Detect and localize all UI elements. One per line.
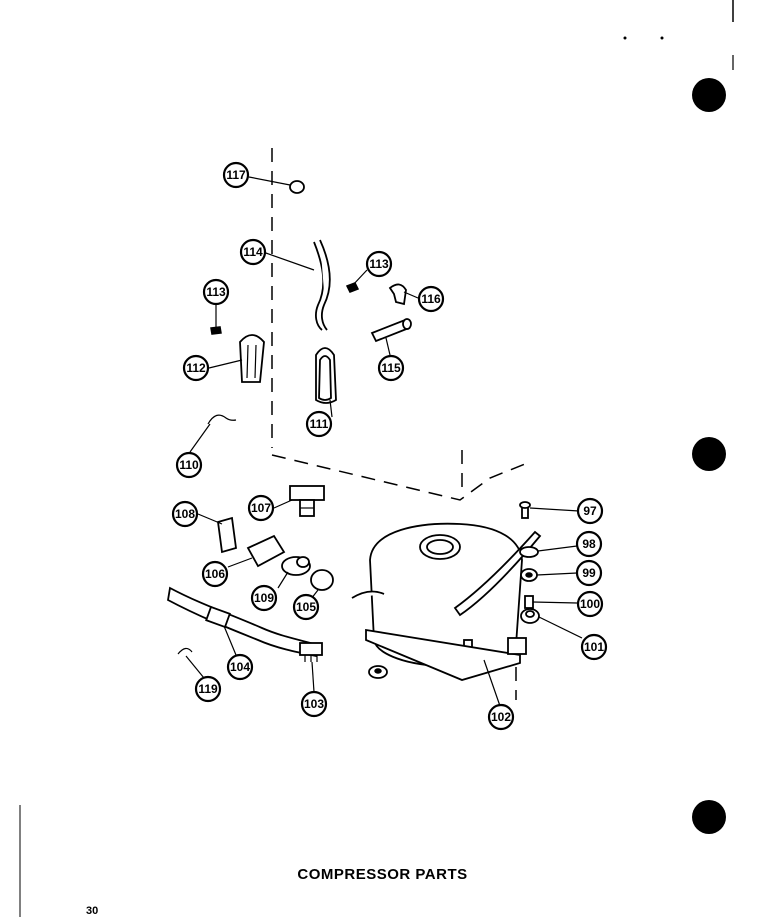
callout-102: 102 (487, 703, 515, 731)
callout-100: 100 (576, 590, 604, 618)
svg-text:101: 101 (584, 640, 604, 654)
callout-114: 114 (239, 238, 267, 266)
callout-97: 97 (576, 497, 604, 525)
svg-text:97: 97 (583, 504, 597, 518)
callout-98: 98 (575, 530, 603, 558)
binder-hole-bottom (692, 800, 726, 834)
svg-text:111: 111 (310, 417, 329, 431)
callout-109: 109 (250, 584, 278, 612)
part-compressor (351, 522, 542, 671)
part-base-grommet (368, 665, 388, 679)
part-harness (167, 586, 320, 658)
binder-hole-top (692, 78, 726, 112)
svg-text:99: 99 (582, 566, 596, 580)
svg-text:113: 113 (206, 285, 226, 299)
callout-117: 117 (222, 161, 250, 189)
svg-text:106: 106 (205, 567, 225, 581)
part-screw-left (210, 326, 222, 335)
svg-text:102: 102 (491, 710, 511, 724)
binder-hole-middle (692, 437, 726, 471)
leader-lines (185, 176, 583, 707)
part-clamp (388, 283, 407, 306)
svg-text:108: 108 (175, 507, 195, 521)
part-grommet (520, 608, 540, 624)
callout-119: 119 (194, 675, 222, 703)
part-terminal-plug (299, 642, 323, 662)
enclosure-outline (271, 148, 531, 700)
part-overload (281, 556, 311, 576)
svg-text:116: 116 (421, 292, 441, 306)
part-cylinder (370, 318, 412, 343)
callout-104: 104 (226, 653, 254, 681)
page-number: 30 (86, 905, 99, 917)
svg-text:112: 112 (186, 361, 206, 375)
part-bracket (239, 334, 265, 383)
svg-text:104: 104 (230, 660, 250, 674)
part-washer (520, 568, 538, 582)
callout-105: 105 (292, 593, 320, 621)
part-mount-bracket (217, 516, 237, 554)
callout-99: 99 (575, 559, 603, 587)
part-drain-tube (313, 239, 331, 331)
part-cap (289, 180, 305, 194)
svg-text:113: 113 (369, 257, 389, 271)
svg-text:107: 107 (251, 501, 271, 515)
part-base-rail (365, 628, 527, 681)
callout-116: 116 (417, 285, 445, 313)
svg-text:115: 115 (381, 361, 401, 375)
part-relay (289, 485, 325, 517)
part-bolt (519, 501, 531, 519)
callout-110: 110 (175, 451, 203, 479)
part-sleeve (524, 595, 534, 609)
svg-text:119: 119 (198, 682, 218, 696)
part-spring-clip (519, 546, 539, 558)
svg-text:98: 98 (582, 537, 596, 551)
part-small-clip (177, 647, 193, 655)
part-relay-cover (246, 534, 286, 568)
callout-106: 106 (201, 560, 229, 588)
svg-text:110: 110 (179, 458, 199, 472)
part-screw-right (345, 282, 360, 293)
page-title: COMPRESSOR PARTS (297, 866, 468, 883)
part-gasket (315, 347, 337, 404)
callout-112: 112 (182, 354, 210, 382)
callout-111: 111 (305, 410, 333, 438)
svg-text:117: 117 (226, 168, 246, 182)
svg-text:103: 103 (304, 697, 324, 711)
callout-101: 101 (580, 633, 608, 661)
callout-113-left: 113 (202, 278, 230, 306)
callout-103: 103 (300, 690, 328, 718)
part-wire-clip (207, 414, 237, 425)
svg-text:114: 114 (243, 245, 263, 259)
svg-text:109: 109 (254, 591, 274, 605)
callout-108: 108 (171, 500, 199, 528)
callout-113-right: 113 (365, 250, 393, 278)
callout-115: 115 (377, 354, 405, 382)
svg-text:100: 100 (580, 597, 600, 611)
svg-text:105: 105 (296, 600, 316, 614)
callout-107: 107 (247, 494, 275, 522)
scan-specks (623, 0, 734, 70)
part-capacitor (310, 569, 334, 591)
